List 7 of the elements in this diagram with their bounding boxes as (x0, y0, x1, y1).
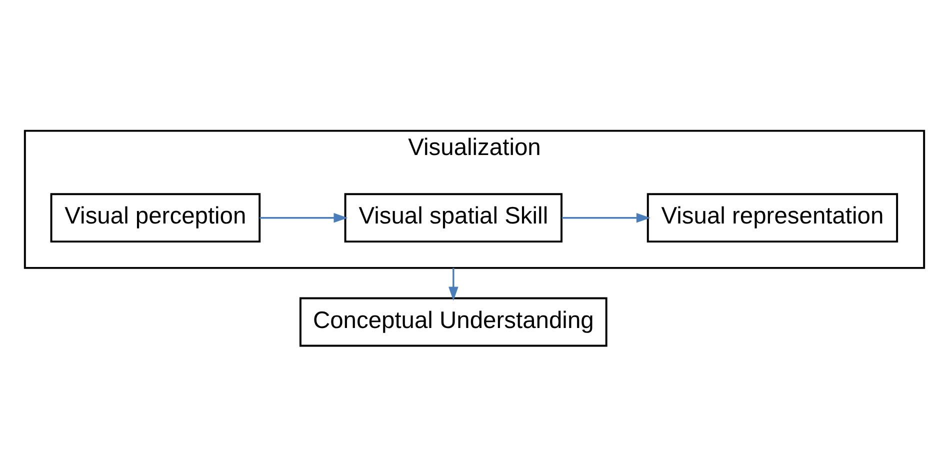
node-box: Visual spatial Skill (344, 193, 562, 243)
arrow (448, 268, 458, 301)
node-box: Visual representation (646, 193, 898, 243)
node-box: Conceptual Understanding (299, 297, 608, 347)
arrow (260, 212, 348, 223)
node-box: Visual perception (50, 193, 261, 243)
arrow (562, 212, 650, 223)
